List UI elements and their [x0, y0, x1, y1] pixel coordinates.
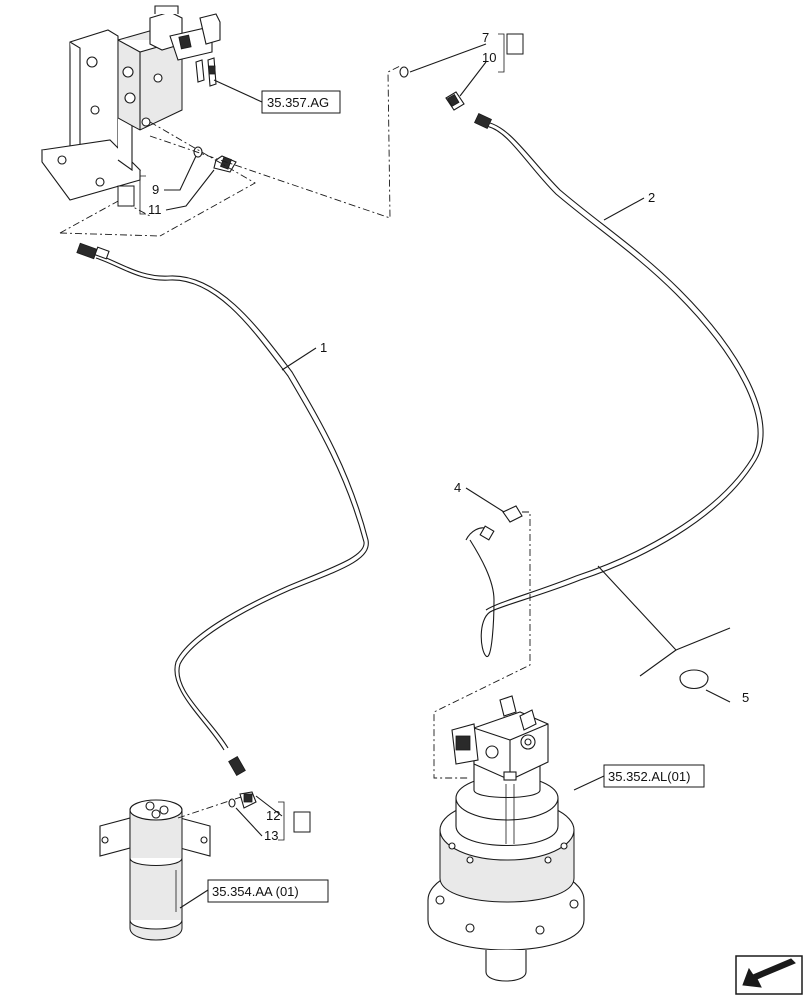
callouts: 1 2 3 4 5 6 7 8 9 10 11 12 13 — [122, 30, 749, 843]
callout-6-box — [506, 33, 524, 55]
callout-3-box — [293, 811, 311, 833]
callout-8-box — [117, 185, 135, 207]
swivel-joint — [99, 799, 211, 941]
callout-10: 10 — [482, 50, 496, 65]
callout-1: 1 — [320, 340, 327, 355]
callout-5: 5 — [742, 690, 749, 705]
ref-35-357-ag-text: 35.357.AG — [267, 95, 329, 110]
arrow-left-down-icon — [735, 955, 803, 995]
ref-35-357-ag[interactable]: 35.357.AG — [261, 90, 341, 114]
ref-35-354-aa-text: 35.354.AA (01) — [212, 884, 299, 899]
fitting-group-9-11 — [193, 146, 237, 173]
swing-motor — [427, 695, 585, 982]
hose-1 — [76, 242, 369, 776]
callout-4: 4 — [454, 480, 461, 495]
nav-back-button[interactable] — [735, 955, 803, 995]
callout-9: 9 — [152, 182, 159, 197]
fitting-4 — [465, 505, 523, 541]
hose-2 — [469, 112, 764, 657]
ref-35-352-al[interactable]: 35.352.AL(01) — [603, 764, 705, 788]
callout-12: 12 — [266, 808, 280, 823]
callout-2: 2 — [648, 190, 655, 205]
fitting-group-12-13 — [177, 791, 257, 819]
ref-35-352-al-text: 35.352.AL(01) — [608, 769, 690, 784]
valve-bracket-assembly — [41, 5, 221, 201]
callout-13: 13 — [264, 828, 278, 843]
fitting-group-7-10 — [399, 66, 465, 111]
callout-11: 11 — [148, 202, 162, 217]
ref-35-354-aa[interactable]: 35.354.AA (01) — [207, 879, 329, 903]
clamp-5 — [597, 565, 731, 690]
callout-7: 7 — [482, 30, 489, 45]
